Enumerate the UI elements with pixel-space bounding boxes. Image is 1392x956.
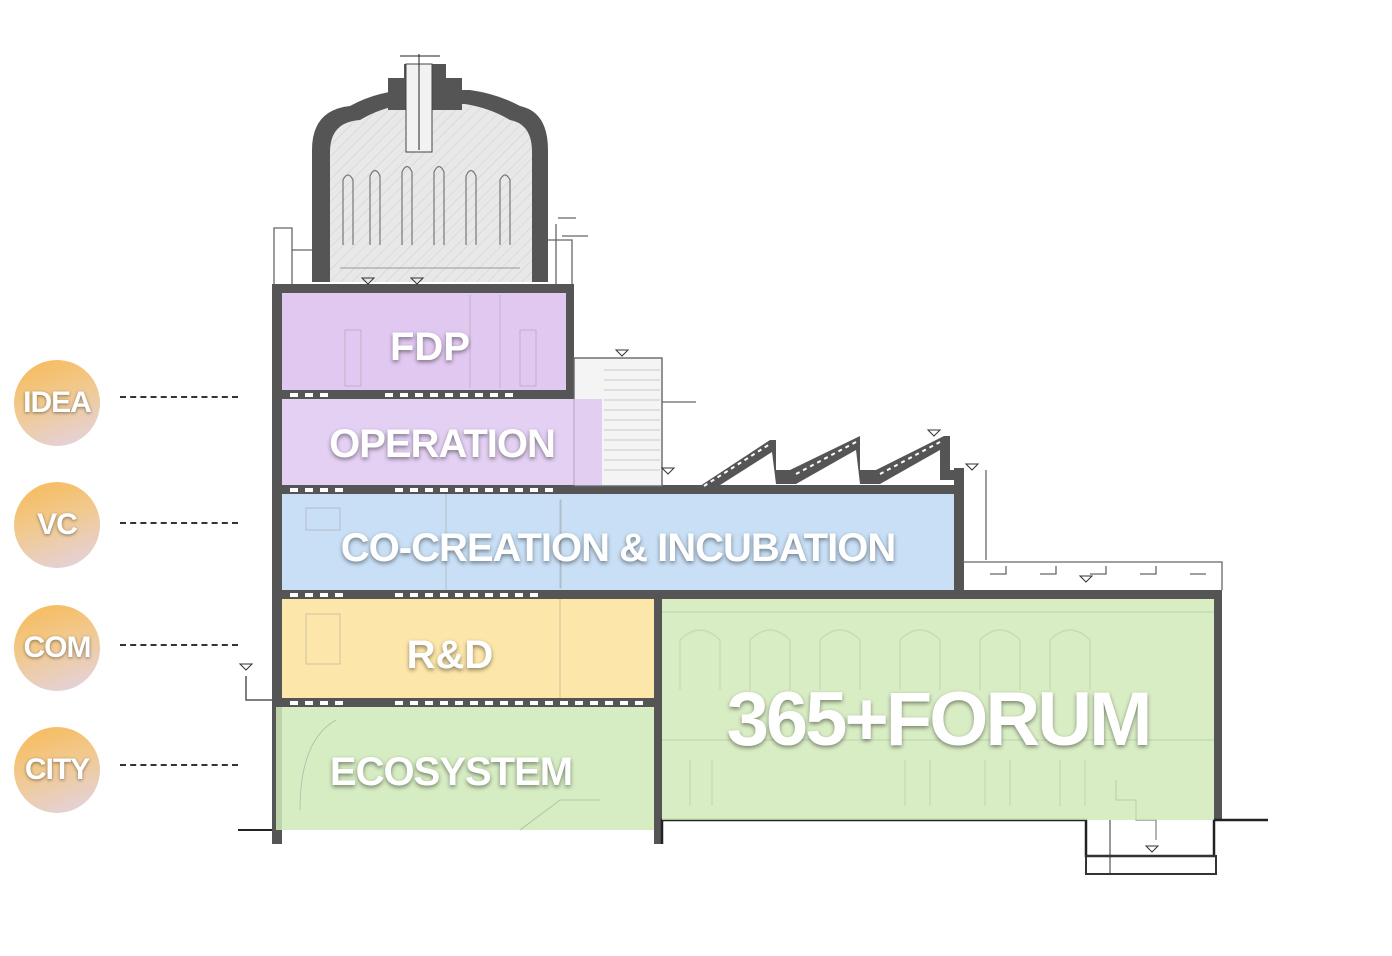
zone-rnd-fill	[282, 599, 654, 698]
dome	[312, 54, 548, 282]
zone-rnd-label: R&D	[406, 632, 494, 677]
zone-operation: OPERATION	[282, 400, 602, 488]
vc-label: VC	[37, 508, 78, 541]
zone-ecosystem: ECOSYSTEM	[276, 722, 626, 822]
zone-fdp-fill	[282, 293, 566, 390]
slab-blocks	[290, 393, 643, 705]
city-circle: CITY	[14, 727, 100, 813]
parapets	[273, 217, 588, 286]
zone-forum: 365+FORUM	[662, 660, 1214, 778]
vc-connector	[120, 522, 238, 524]
zone-ecosystem-fill	[276, 707, 654, 830]
zone-forum-fill	[662, 599, 1214, 820]
idea-connector	[120, 396, 238, 398]
zone-fdp-label: FDP	[390, 325, 470, 369]
com-connector	[120, 644, 238, 646]
com-circle: COM	[14, 605, 100, 691]
idea-circle: IDEA	[14, 360, 100, 446]
city-connector	[120, 764, 238, 766]
level-markers	[238, 277, 1160, 853]
zone-rnd: R&D	[282, 606, 618, 704]
zone-fdp: FDP	[282, 300, 578, 395]
zone-cocreation-fill	[282, 494, 954, 590]
zone-cocreation: CO-CREATION & INCUBATION	[282, 500, 954, 596]
vc-circle: VC	[14, 482, 100, 568]
idea-label: IDEA	[23, 386, 92, 419]
zone-cocreation-label: CO-CREATION & INCUBATION	[340, 525, 896, 570]
city-label: CITY	[24, 753, 90, 786]
annex	[962, 470, 1223, 590]
com-label: COM	[23, 631, 92, 664]
sawtooth-roof	[670, 436, 962, 494]
zone-operation-fill	[282, 399, 602, 485]
zone-forum-label: 365+FORUM	[726, 676, 1153, 762]
program-zones	[276, 293, 1214, 830]
zone-ecosystem-label: ECOSYSTEM	[329, 749, 573, 794]
zone-operation-label: OPERATION	[329, 421, 556, 466]
